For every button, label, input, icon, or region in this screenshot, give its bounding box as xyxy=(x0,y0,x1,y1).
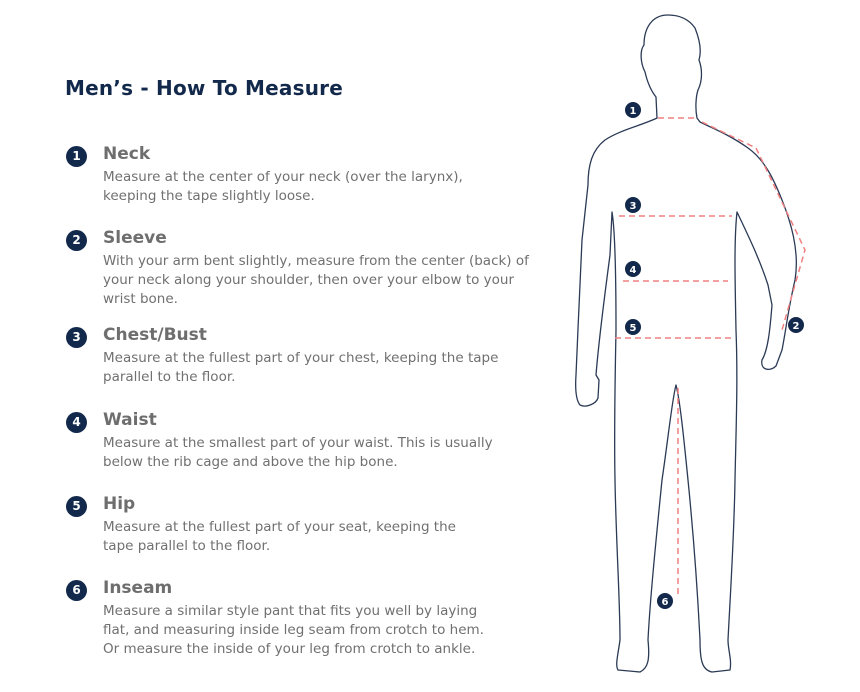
item-heading: Waist xyxy=(103,410,157,430)
marker-2: 2 xyxy=(788,317,804,333)
item-heading: Neck xyxy=(103,144,151,164)
item-heading: Hip xyxy=(103,494,136,514)
body-silhouette xyxy=(574,14,797,673)
marker-3: 3 xyxy=(625,197,641,213)
marker-5: 5 xyxy=(625,319,641,335)
marker-4: 4 xyxy=(625,261,641,277)
item-description: Measure at the fullest part of your seat… xyxy=(103,519,456,554)
marker-6: 6 xyxy=(657,593,673,609)
number-badge: 6 xyxy=(66,580,87,601)
number-badge: 3 xyxy=(66,327,87,348)
svg-text:2: 2 xyxy=(793,321,800,332)
number-badge: 4 xyxy=(66,412,87,433)
svg-text:5: 5 xyxy=(630,323,637,334)
svg-text:3: 3 xyxy=(630,201,637,212)
item-heading: Inseam xyxy=(103,578,173,598)
item-description: Measure a similar style pant that fits y… xyxy=(103,603,484,657)
number-badge: 1 xyxy=(66,146,87,167)
svg-text:1: 1 xyxy=(630,106,637,117)
item-description: Measure at the smallest part of your wai… xyxy=(103,435,493,470)
item-heading: Chest/Bust xyxy=(103,325,207,345)
item-description: Measure at the fullest part of your ches… xyxy=(103,350,499,385)
item-description: With your arm bent slightly, measure fro… xyxy=(103,253,529,307)
item-description: Measure at the center of your neck (over… xyxy=(103,169,463,204)
number-badge: 2 xyxy=(66,230,87,251)
sleeve-measure-line xyxy=(701,121,806,331)
svg-text:4: 4 xyxy=(630,265,637,276)
page-title: Men’s - How To Measure xyxy=(65,76,343,100)
svg-text:6: 6 xyxy=(662,597,669,608)
item-heading: Sleeve xyxy=(103,228,167,248)
marker-1: 1 xyxy=(625,102,641,118)
number-badge: 5 xyxy=(66,496,87,517)
